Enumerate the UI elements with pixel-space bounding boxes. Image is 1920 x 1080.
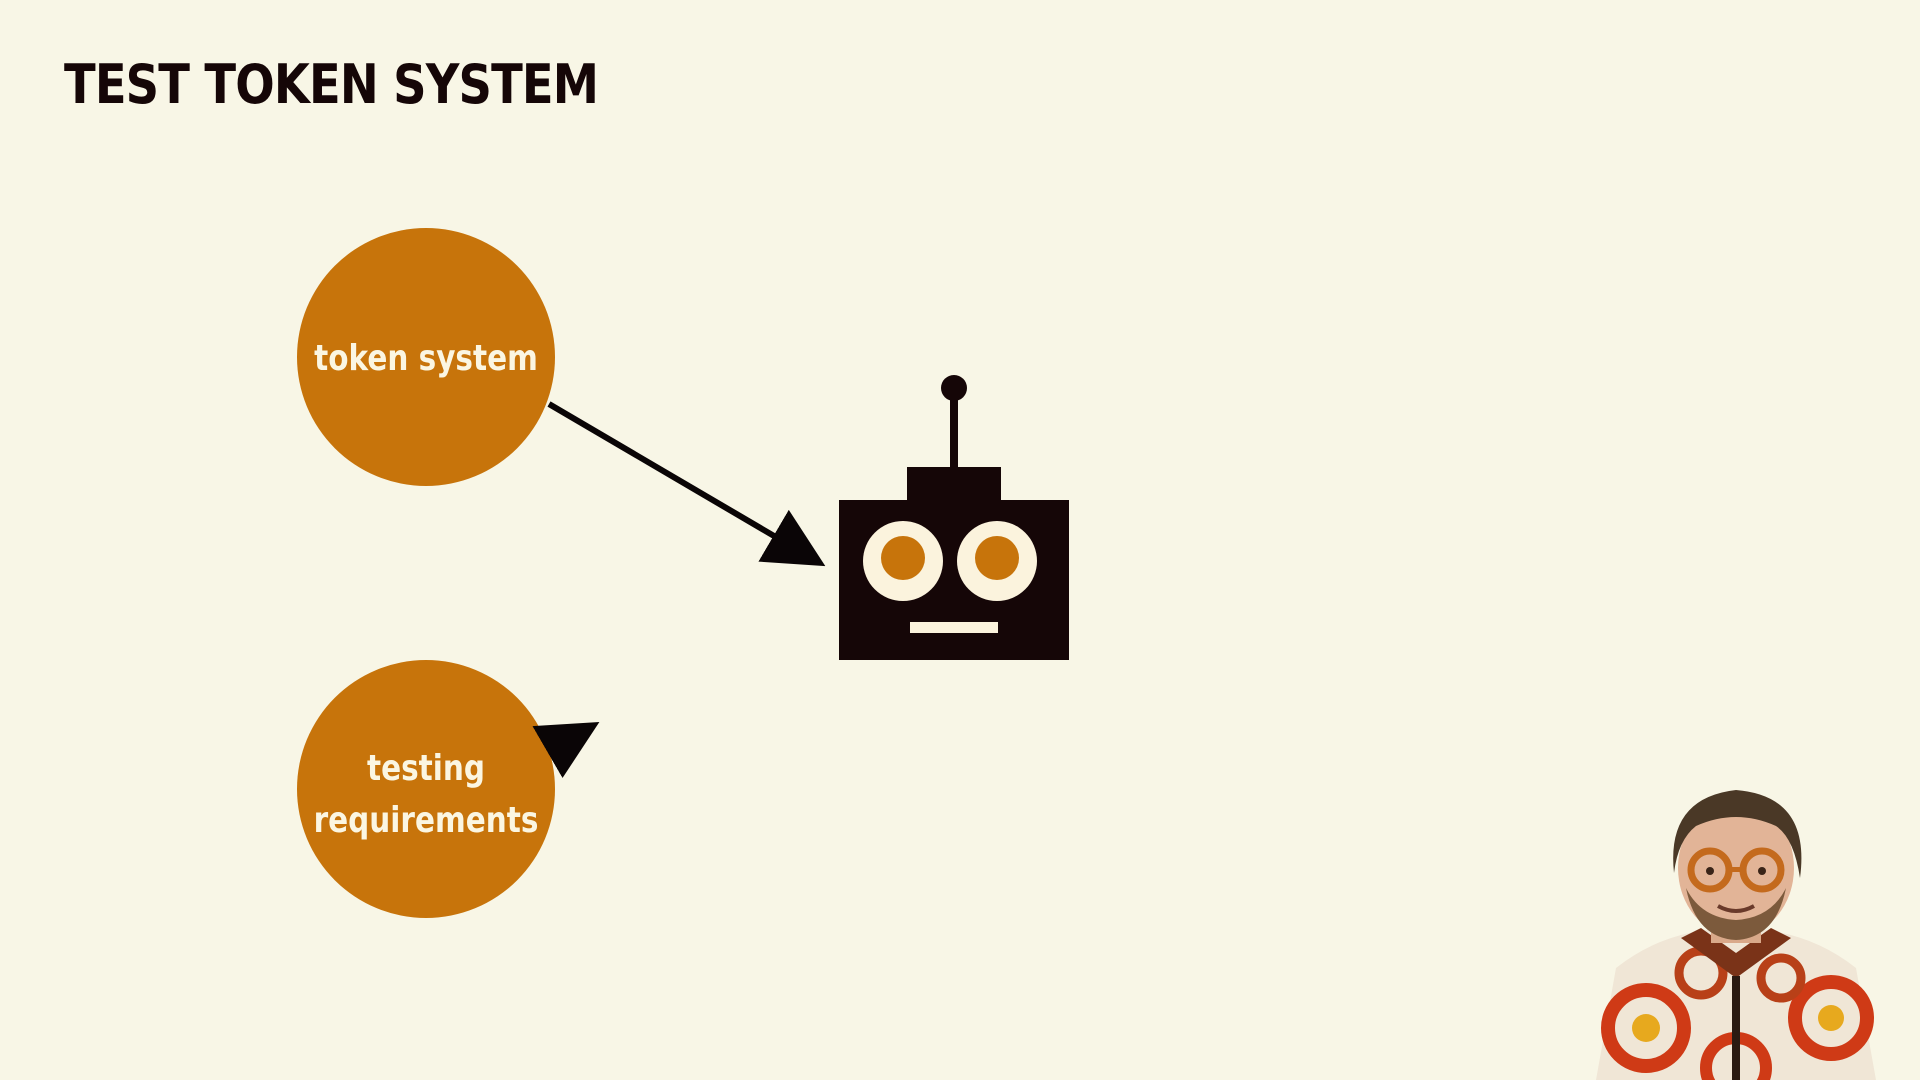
robot-antenna xyxy=(950,392,958,470)
arrow-testing-partial xyxy=(532,721,600,779)
node-testing-requirements-label-line2: requirements xyxy=(314,798,539,841)
slide-title: TEST TOKEN SYSTEM xyxy=(64,53,599,116)
robot-head-top xyxy=(907,467,1001,503)
node-testing-requirements-circle xyxy=(297,660,555,918)
robot-mouth xyxy=(910,622,998,633)
node-testing-requirements: testing requirements xyxy=(297,660,555,918)
node-token-system-label: token system xyxy=(314,336,538,379)
robot-right-pupil xyxy=(975,536,1019,580)
robot-left-pupil xyxy=(881,536,925,580)
presenter-video xyxy=(1586,778,1886,1080)
arrow-right-icon xyxy=(532,721,600,779)
node-testing-requirements-label-line1: testing xyxy=(367,746,485,789)
node-token-system-circle xyxy=(297,228,555,486)
robot-icon xyxy=(839,375,1069,660)
presenter-image xyxy=(1596,790,1876,1080)
node-token-system: token system xyxy=(297,228,555,486)
robot-antenna-tip xyxy=(941,375,967,401)
arrow-token-to-robot xyxy=(547,401,826,567)
arrow-right-icon xyxy=(547,401,826,567)
